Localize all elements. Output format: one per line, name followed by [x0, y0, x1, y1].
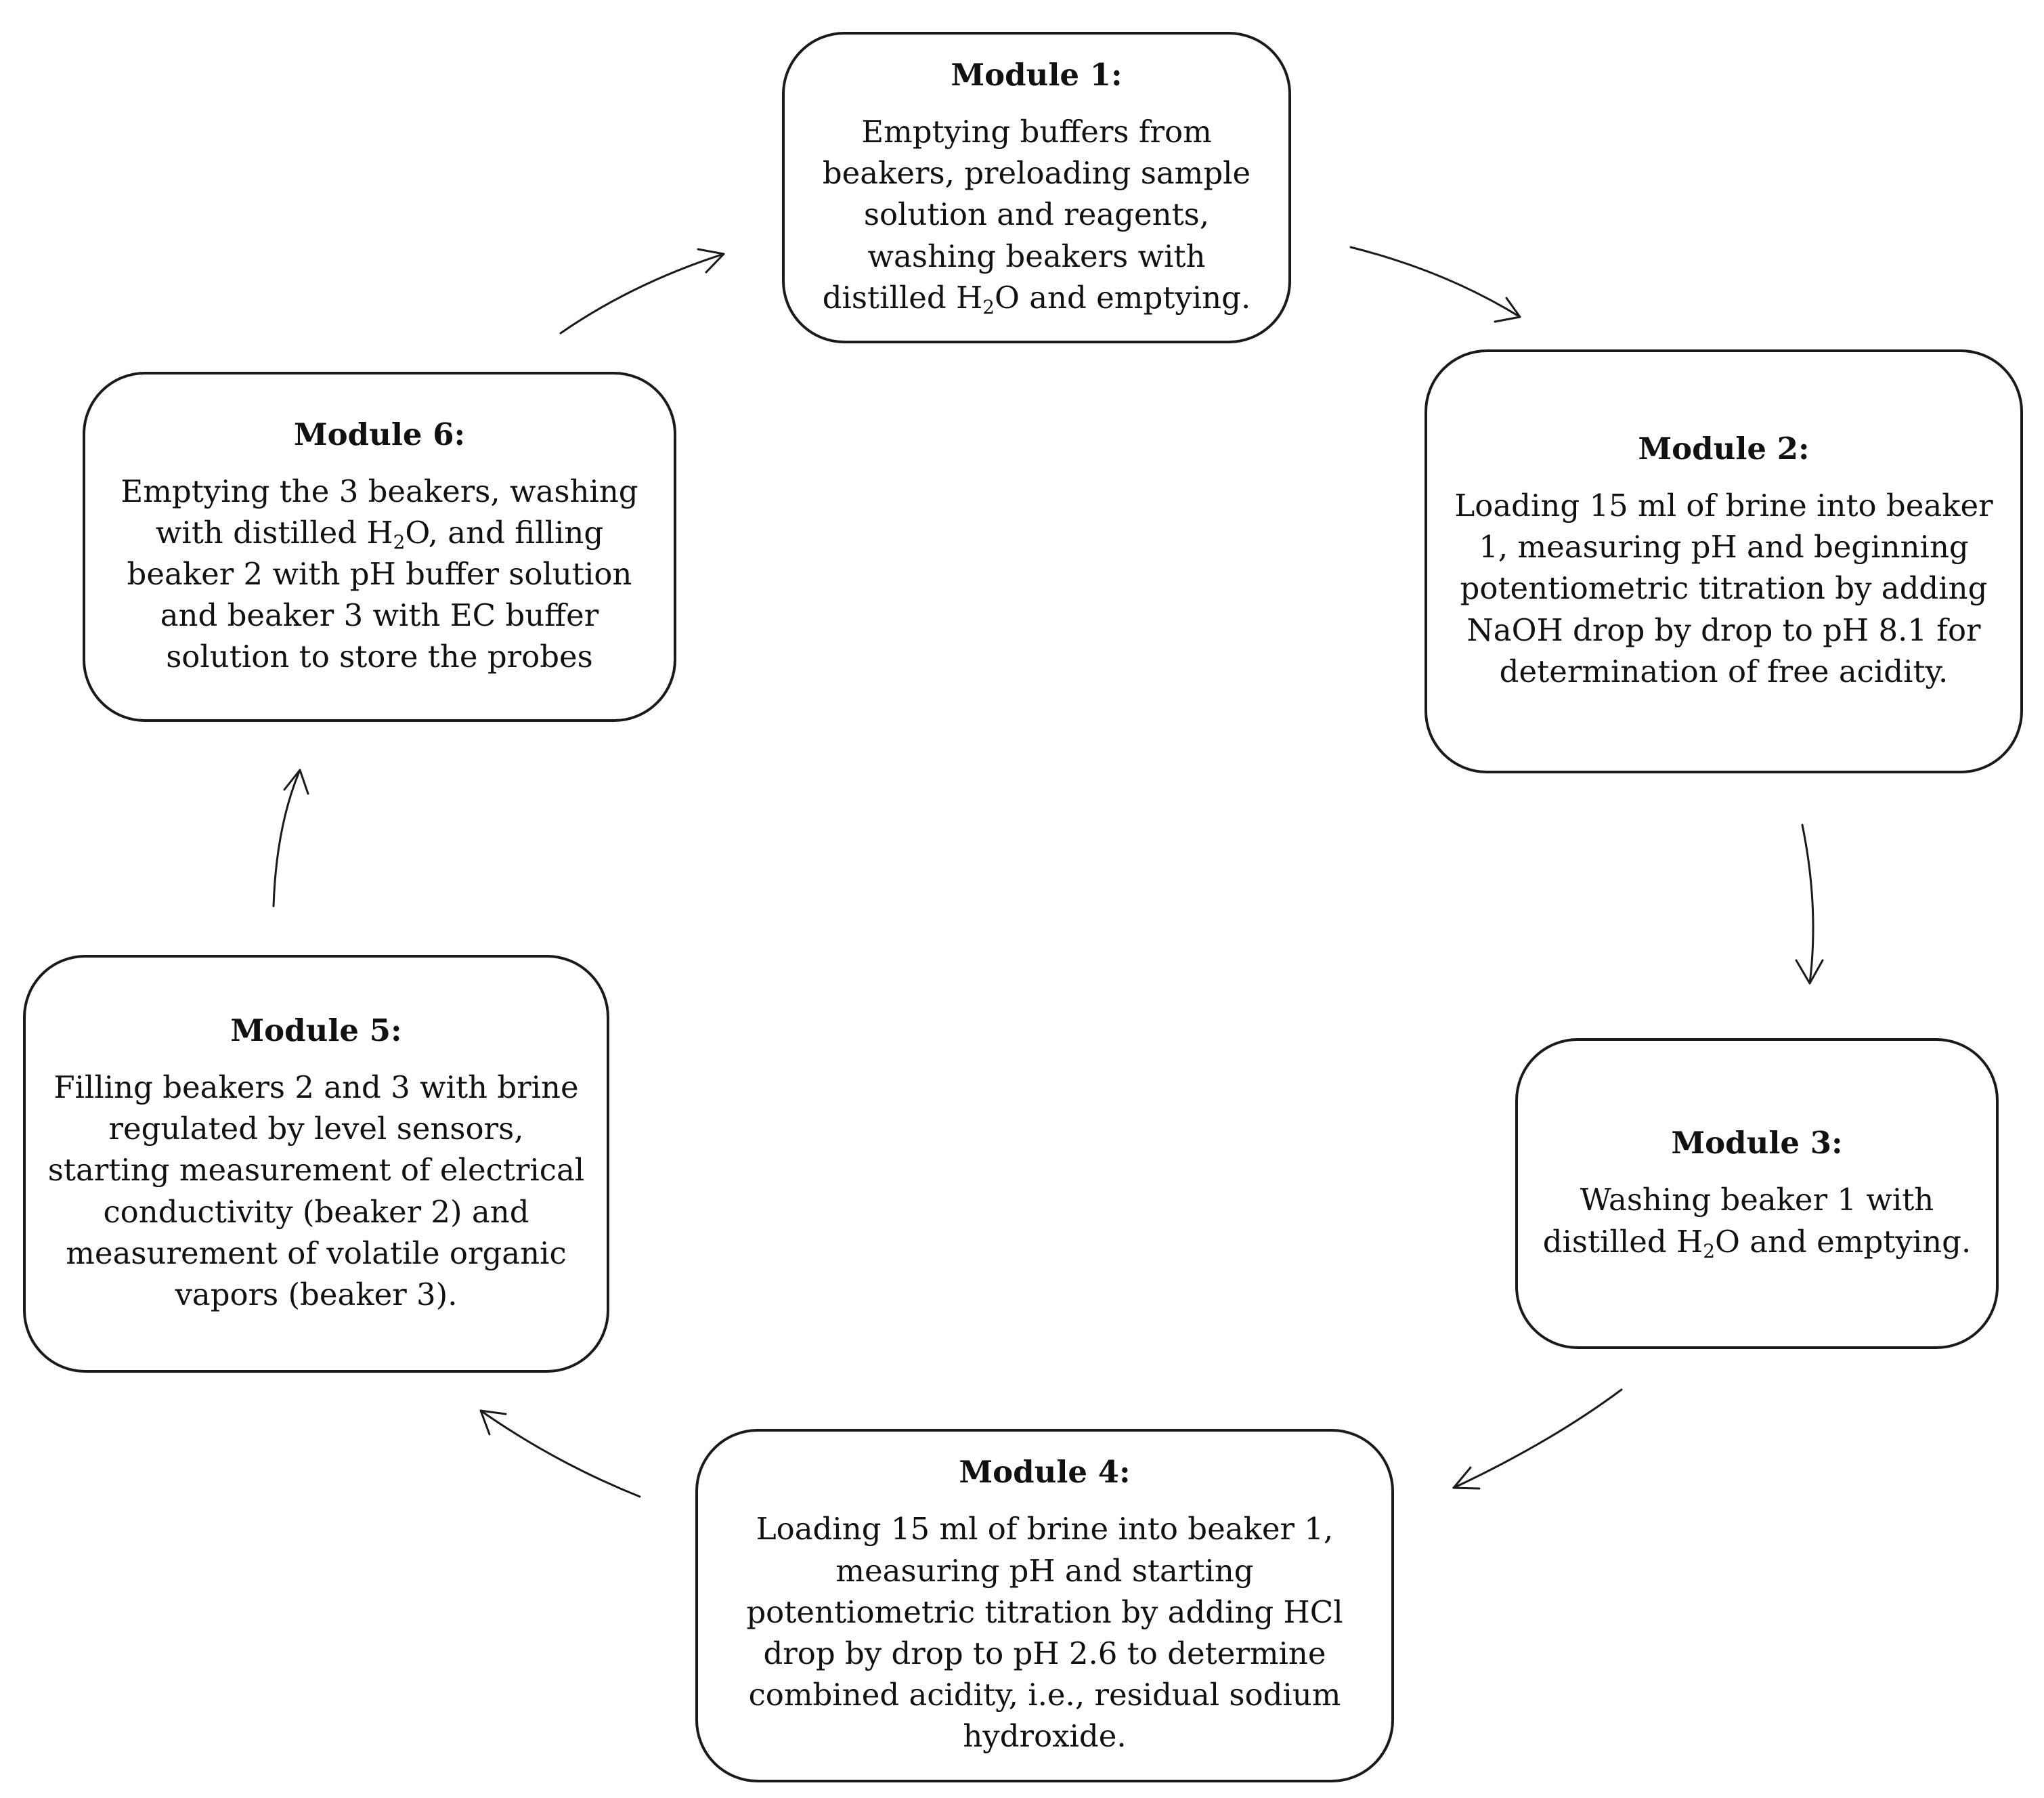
module-1-title: Module 1: [951, 57, 1123, 93]
text-line: NaOH drop by drop to pH 8.1 for [1466, 612, 1981, 648]
text-line: with distilled H2O, and filling [155, 514, 604, 553]
module-1-text: Emptying buffers from beakers, preloading… [823, 111, 1251, 318]
subscript: 2 [1703, 1239, 1716, 1262]
module-6-title: Module 6: [293, 416, 466, 452]
module-2-box: Module 2: Loading 15 ml of brine into be… [1425, 349, 2023, 773]
text-line: solution and reagents, [863, 196, 1210, 233]
text-line: Emptying the 3 beakers, washing [121, 473, 638, 509]
text-line: conductivity (beaker 2) and [103, 1193, 529, 1230]
text-line: distilled H2O and emptying. [1542, 1223, 1972, 1262]
text-line: vapors (beaker 3). [175, 1276, 458, 1312]
text-line: potentiometric titration by adding [1460, 570, 1988, 607]
module-4-title: Module 4: [959, 1454, 1131, 1491]
text-line: Washing beaker 1 with [1580, 1182, 1934, 1218]
text-line: beakers, preloading sample [822, 155, 1251, 192]
module-3-text: Washing beaker 1 with distilled H2O and e… [1543, 1179, 1972, 1262]
module-5-text: Filling beakers 2 and 3 with brine regula… [48, 1067, 584, 1315]
text-line: washing beakers with [867, 238, 1206, 274]
text-line: drop by drop to pH 2.6 to determine [763, 1635, 1326, 1671]
subscript: 2 [982, 295, 995, 318]
text-line: Emptying buffers from [861, 114, 1212, 150]
arrow-module-4-to-5 [479, 1409, 641, 1498]
subscript: 2 [393, 530, 406, 553]
text-line: solution to store the probes [166, 639, 593, 675]
text-line: measurement of volatile organic [66, 1235, 567, 1271]
module-5-title: Module 5: [230, 1012, 402, 1048]
text-line: measuring pH and starting [835, 1552, 1254, 1589]
text-line: distilled H2O and emptying. [822, 279, 1251, 318]
module-1-box: Module 1: Emptying buffers from beakers, … [782, 32, 1291, 343]
text-line: hydroxide. [963, 1718, 1127, 1755]
text-line: beaker 2 with pH buffer solution [127, 555, 632, 592]
text-line: 1, measuring pH and beginning [1479, 529, 1969, 565]
module-4-text: Loading 15 ml of brine into beaker 1, mea… [746, 1508, 1343, 1757]
module-6-box: Module 6: Emptying the 3 beakers, washin… [83, 372, 676, 722]
arrow-module-1-to-2 [1349, 246, 1521, 323]
module-6-text: Emptying the 3 beakers, washing with dist… [121, 471, 638, 678]
module-2-text: Loading 15 ml of brine into beaker 1, mea… [1454, 485, 1993, 692]
module-4-box: Module 4: Loading 15 ml of brine into be… [695, 1429, 1394, 1782]
module-5-box: Module 5: Filling beakers 2 and 3 with b… [23, 955, 609, 1373]
arrow-module-2-to-3 [1795, 823, 1824, 985]
arrow-module-6-to-1 [559, 248, 725, 335]
module-3-title: Module 3: [1671, 1125, 1843, 1161]
text-line: Loading 15 ml of brine into beaker 1, [756, 1511, 1334, 1547]
text-line: combined acidity, i.e., residual sodium [748, 1677, 1341, 1713]
text-line: regulated by level sensors, [108, 1111, 524, 1147]
arrow-module-3-to-4 [1452, 1388, 1623, 1490]
module-3-box: Module 3: Washing beaker 1 with distilled… [1515, 1038, 1999, 1349]
arrow-module-5-to-6 [272, 769, 309, 907]
text-line: determination of free acidity. [1499, 653, 1949, 689]
text-line: potentiometric titration by adding HCl [746, 1593, 1343, 1630]
text-line: and beaker 3 with EC buffer [160, 597, 599, 634]
text-line: Loading 15 ml of brine into beaker [1454, 488, 1993, 524]
text-line: starting measurement of electrical [47, 1152, 585, 1189]
text-line: Filling beakers 2 and 3 with brine [53, 1069, 579, 1105]
module-2-title: Module 2: [1638, 431, 1810, 467]
